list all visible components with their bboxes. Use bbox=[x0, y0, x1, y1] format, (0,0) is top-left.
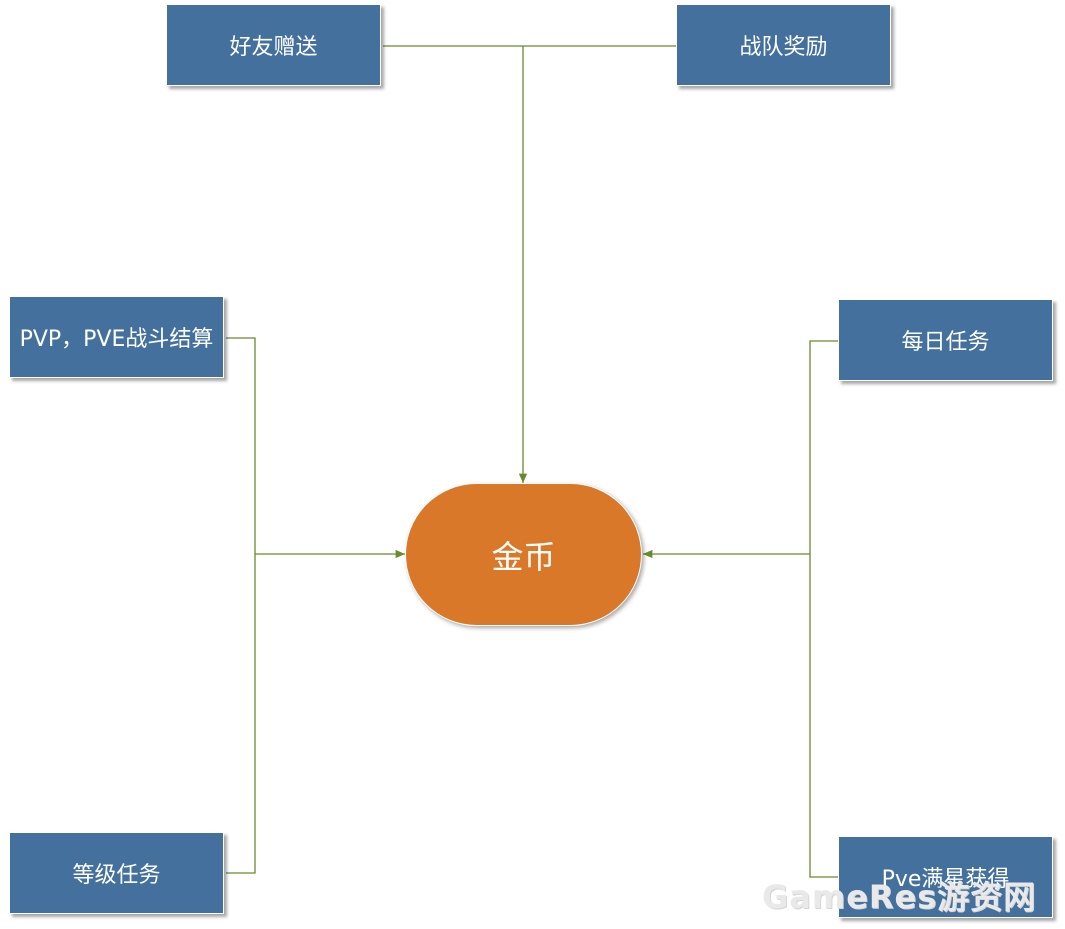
right-bracket-connector bbox=[809, 340, 838, 878]
watermark-logo: GameRes游资网 bbox=[762, 878, 1037, 916]
friend-gift-node: 好友赠送 bbox=[166, 4, 381, 86]
top-connector bbox=[383, 45, 676, 483]
pve-full-star-node: Pve满星获得 bbox=[838, 836, 1053, 918]
gold-coin-node: 金币 bbox=[405, 483, 642, 626]
level-task-node: 等级任务 bbox=[9, 832, 224, 914]
battle-settlement-node: PVP，PVE战斗结算 bbox=[9, 296, 224, 378]
left-bracket-connector bbox=[226, 337, 256, 874]
team-reward-node: 战队奖励 bbox=[676, 4, 891, 86]
daily-task-node: 每日任务 bbox=[838, 299, 1053, 381]
